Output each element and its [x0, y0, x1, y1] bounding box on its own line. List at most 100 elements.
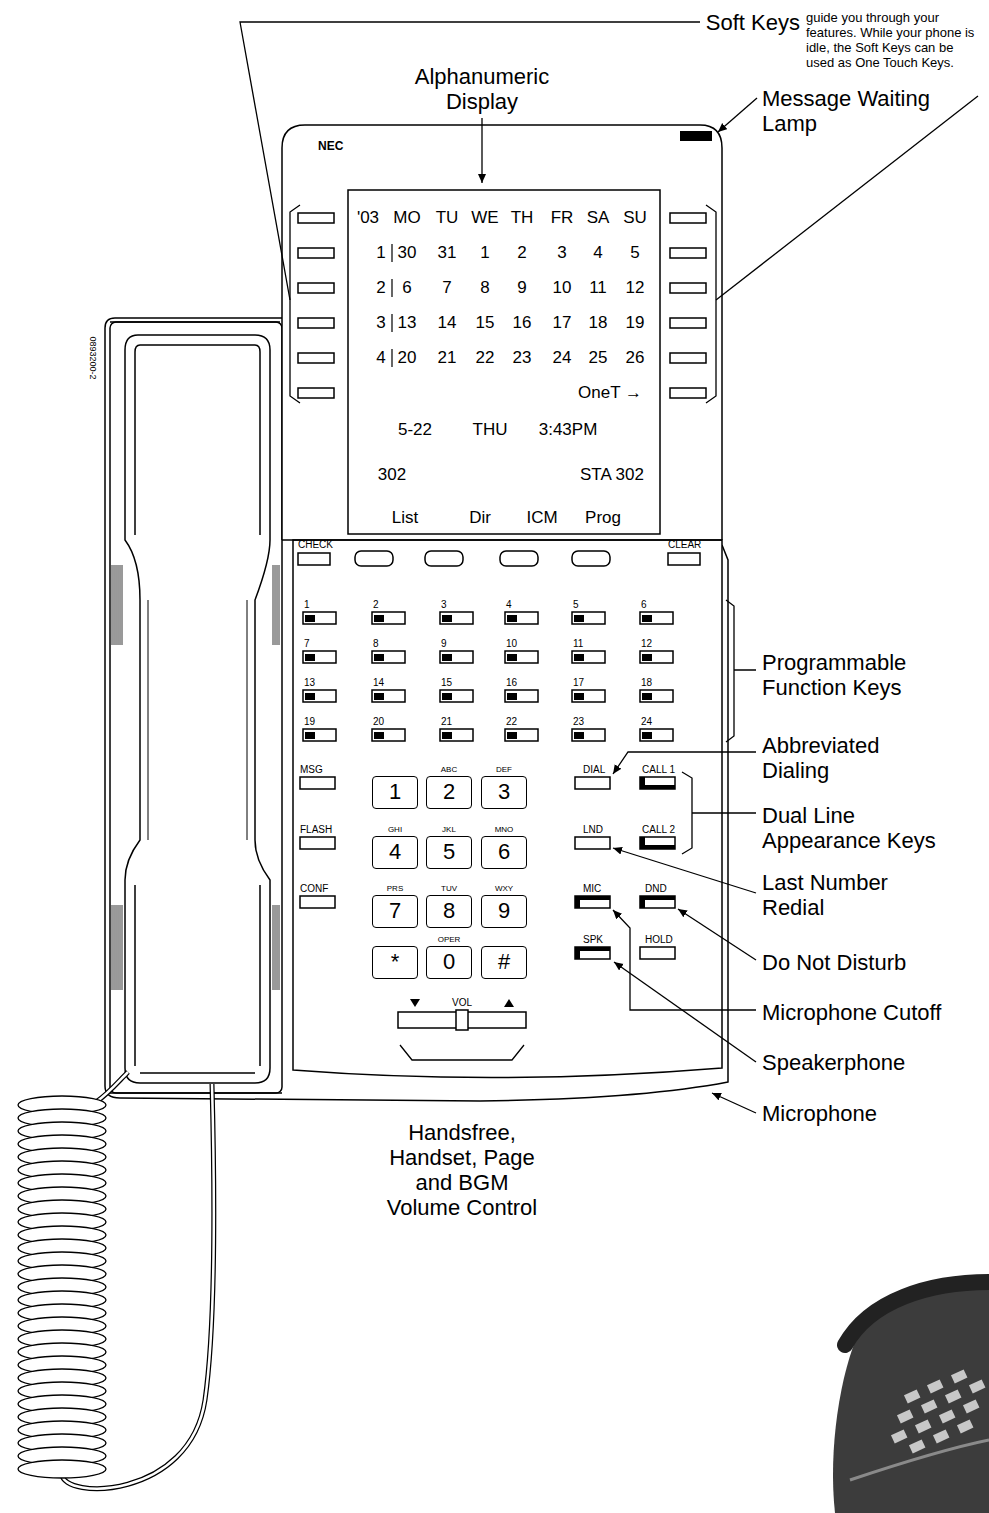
dial-key: # [481, 946, 527, 979]
callout-label: Alphanumeric Display [407, 64, 557, 114]
key-number: 7 [304, 638, 310, 650]
calendar-cell: 4 [593, 243, 602, 263]
dial-key: PRS7 [372, 895, 418, 928]
key-digit: 5 [427, 837, 471, 867]
key-label: CHECK [298, 539, 333, 551]
calendar-cell: 6 [402, 278, 411, 298]
calendar-cell: 24 [553, 348, 572, 368]
calendar-cell: 23 [513, 348, 532, 368]
key-number: 12 [641, 638, 652, 650]
key-digit: 2 [427, 777, 471, 807]
calendar-cell: 26 [626, 348, 645, 368]
calendar-cell: 9 [517, 278, 526, 298]
key-number: 21 [441, 716, 452, 728]
dial-key: MNO6 [481, 836, 527, 869]
key-label: FLASH [300, 824, 332, 836]
key-number: 15 [441, 677, 452, 689]
display-text: 5-22 [398, 420, 432, 440]
soft-key-label: Dir [469, 508, 491, 528]
key-number: 1 [304, 599, 310, 611]
calendar-cell: 1 [480, 243, 489, 263]
key-digit: 3 [482, 777, 526, 807]
part-number: 0893200-2 [88, 336, 98, 379]
callout-label: Last Number Redial [762, 870, 912, 920]
callout-note: guide you through your features. While y… [806, 10, 984, 70]
key-digit: 7 [373, 896, 417, 926]
dial-key: * [372, 946, 418, 979]
key-label: DND [645, 883, 667, 895]
calendar-cell: 30 [398, 243, 417, 263]
key-digit: 8 [427, 896, 471, 926]
key-number: 19 [304, 716, 315, 728]
calendar-header: SU [623, 208, 647, 228]
callout-label: Abbreviated Dialing [762, 733, 922, 783]
key-letters: WXY [476, 884, 532, 893]
key-label: CONF [300, 883, 328, 895]
key-digit: 4 [373, 837, 417, 867]
calendar-cell: 13 [398, 313, 417, 333]
key-number: 11 [573, 638, 583, 650]
key-label: VOL [452, 997, 472, 1009]
calendar-header: SA [587, 208, 610, 228]
dial-key: WXY9 [481, 895, 527, 928]
dial-key: ABC2 [426, 776, 472, 809]
callout-label: Dual Line Appearance Keys [762, 803, 947, 853]
key-letters: GHI [367, 825, 423, 834]
calendar-cell: 2 [376, 278, 385, 298]
callout-label: Speakerphone [762, 1050, 905, 1075]
soft-key-label: Prog [585, 508, 621, 528]
callout-label: Message Waiting Lamp [762, 86, 952, 136]
calendar-header: '03 [357, 208, 379, 228]
key-label: HOLD [645, 934, 673, 946]
key-digit: * [373, 947, 417, 977]
key-label: MIC [583, 883, 601, 895]
calendar-header: TH [511, 208, 534, 228]
calendar-cell: 18 [589, 313, 608, 333]
callout-label: Programmable Function Keys [762, 650, 962, 700]
key-number: 6 [641, 599, 647, 611]
key-number: 9 [441, 638, 447, 650]
key-digit: 0 [427, 947, 471, 977]
callout-label: Soft Keys [706, 10, 800, 35]
key-number: 23 [573, 716, 584, 728]
key-letters: MNO [476, 825, 532, 834]
key-number: 24 [641, 716, 652, 728]
callout-label: Microphone [762, 1101, 877, 1126]
key-number: 20 [373, 716, 384, 728]
key-number: 22 [506, 716, 517, 728]
calendar-cell: 17 [553, 313, 572, 333]
key-label: CALL 2 [642, 824, 675, 836]
key-digit: 1 [373, 777, 417, 807]
calendar-cell: 22 [476, 348, 495, 368]
soft-key-label: ICM [526, 508, 557, 528]
key-letters: OPER [421, 935, 477, 944]
dial-key: GHI4 [372, 836, 418, 869]
calendar-cell: 11 [589, 278, 607, 298]
calendar-header: FR [551, 208, 574, 228]
key-digit: # [482, 947, 526, 977]
dial-key: DEF3 [481, 776, 527, 809]
key-letters: DEF [476, 765, 532, 774]
calendar-cell: 3 [557, 243, 566, 263]
key-number: 18 [641, 677, 652, 689]
key-number: 3 [441, 599, 447, 611]
key-number: 13 [304, 677, 315, 689]
key-label: MSG [300, 764, 323, 776]
calendar-cell: 20 [398, 348, 417, 368]
calendar-cell: 8 [480, 278, 489, 298]
calendar-header: TU [436, 208, 459, 228]
callout-label: Handsfree, Handset, Page and BGM Volume … [382, 1120, 542, 1220]
key-number: 17 [573, 677, 584, 689]
key-letters: JKL [421, 825, 477, 834]
key-letters: PRS [367, 884, 423, 893]
calendar-cell: 5 [630, 243, 639, 263]
key-number: 14 [373, 677, 384, 689]
brand-logo: NEC [318, 139, 343, 153]
key-letters: TUV [421, 884, 477, 893]
calendar-cell: 2 [517, 243, 526, 263]
key-number: 16 [506, 677, 517, 689]
calendar-cell: 31 [438, 243, 457, 263]
calendar-cell: 21 [438, 348, 457, 368]
key-label: CLEAR [668, 539, 701, 551]
key-number: 8 [373, 638, 379, 650]
